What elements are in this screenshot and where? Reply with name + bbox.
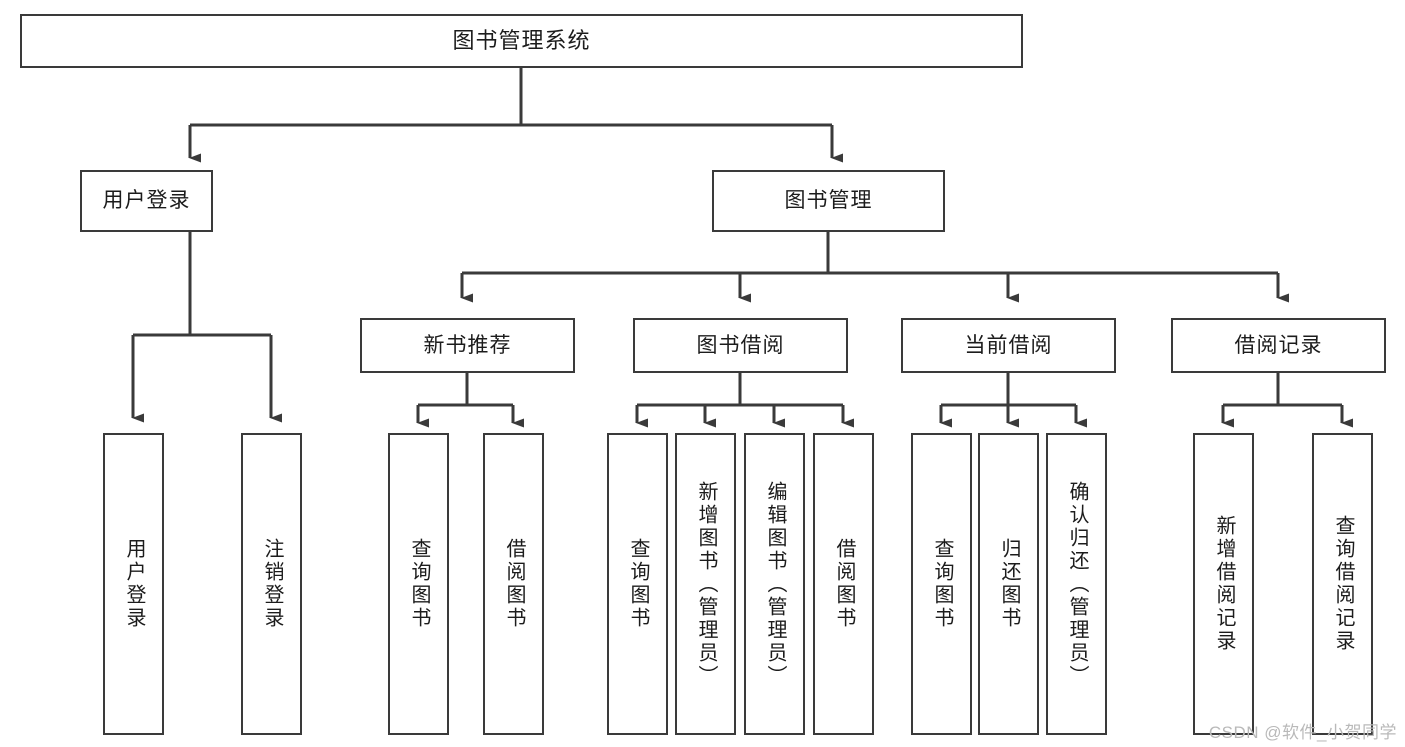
- leaf-label: 查询图书: [931, 538, 953, 630]
- node-borrow-record[interactable]: 借阅记录: [1171, 318, 1386, 373]
- watermark-text: CSDN @软件_小贺同学: [1208, 723, 1397, 742]
- leaf-label: 借阅图书: [833, 538, 855, 630]
- leaf-user-login[interactable]: 用户登录: [103, 433, 164, 735]
- leaf-label: 新增借阅记录: [1213, 515, 1235, 653]
- leaf-query-book-3[interactable]: 查询图书: [911, 433, 972, 735]
- leaf-label: 归还图书: [998, 538, 1020, 630]
- node-book-borrow[interactable]: 图书借阅: [633, 318, 848, 373]
- leaf-add-record[interactable]: 新增借阅记录: [1193, 433, 1254, 735]
- leaf-query-record[interactable]: 查询借阅记录: [1312, 433, 1373, 735]
- leaf-label: 借阅图书: [503, 538, 525, 630]
- node-book-manage[interactable]: 图书管理: [712, 170, 945, 232]
- leaf-label: 注销登录: [261, 538, 283, 630]
- leaf-label: 新增图书（管理员）: [695, 480, 717, 688]
- leaf-label: 确认归还（管理员）: [1066, 480, 1088, 688]
- leaf-label: 查询图书: [408, 538, 430, 630]
- node-current-borrow[interactable]: 当前借阅: [901, 318, 1116, 373]
- leaf-return-book[interactable]: 归还图书: [978, 433, 1039, 735]
- leaf-edit-book[interactable]: 编辑图书（管理员）: [744, 433, 805, 735]
- node-new-book-rec[interactable]: 新书推荐: [360, 318, 575, 373]
- leaf-logout[interactable]: 注销登录: [241, 433, 302, 735]
- leaf-confirm-return[interactable]: 确认归还（管理员）: [1046, 433, 1107, 735]
- leaf-query-book-2[interactable]: 查询图书: [607, 433, 668, 735]
- leaf-label: 查询借阅记录: [1332, 515, 1354, 653]
- leaf-borrow-book-2[interactable]: 借阅图书: [813, 433, 874, 735]
- leaf-label: 编辑图书（管理员）: [764, 480, 786, 688]
- leaf-query-book-1[interactable]: 查询图书: [388, 433, 449, 735]
- leaf-label: 用户登录: [123, 538, 145, 630]
- leaf-borrow-book-1[interactable]: 借阅图书: [483, 433, 544, 735]
- node-user-login[interactable]: 用户登录: [80, 170, 213, 232]
- leaf-add-book[interactable]: 新增图书（管理员）: [675, 433, 736, 735]
- leaf-label: 查询图书: [627, 538, 649, 630]
- node-root-system[interactable]: 图书管理系统: [20, 14, 1023, 68]
